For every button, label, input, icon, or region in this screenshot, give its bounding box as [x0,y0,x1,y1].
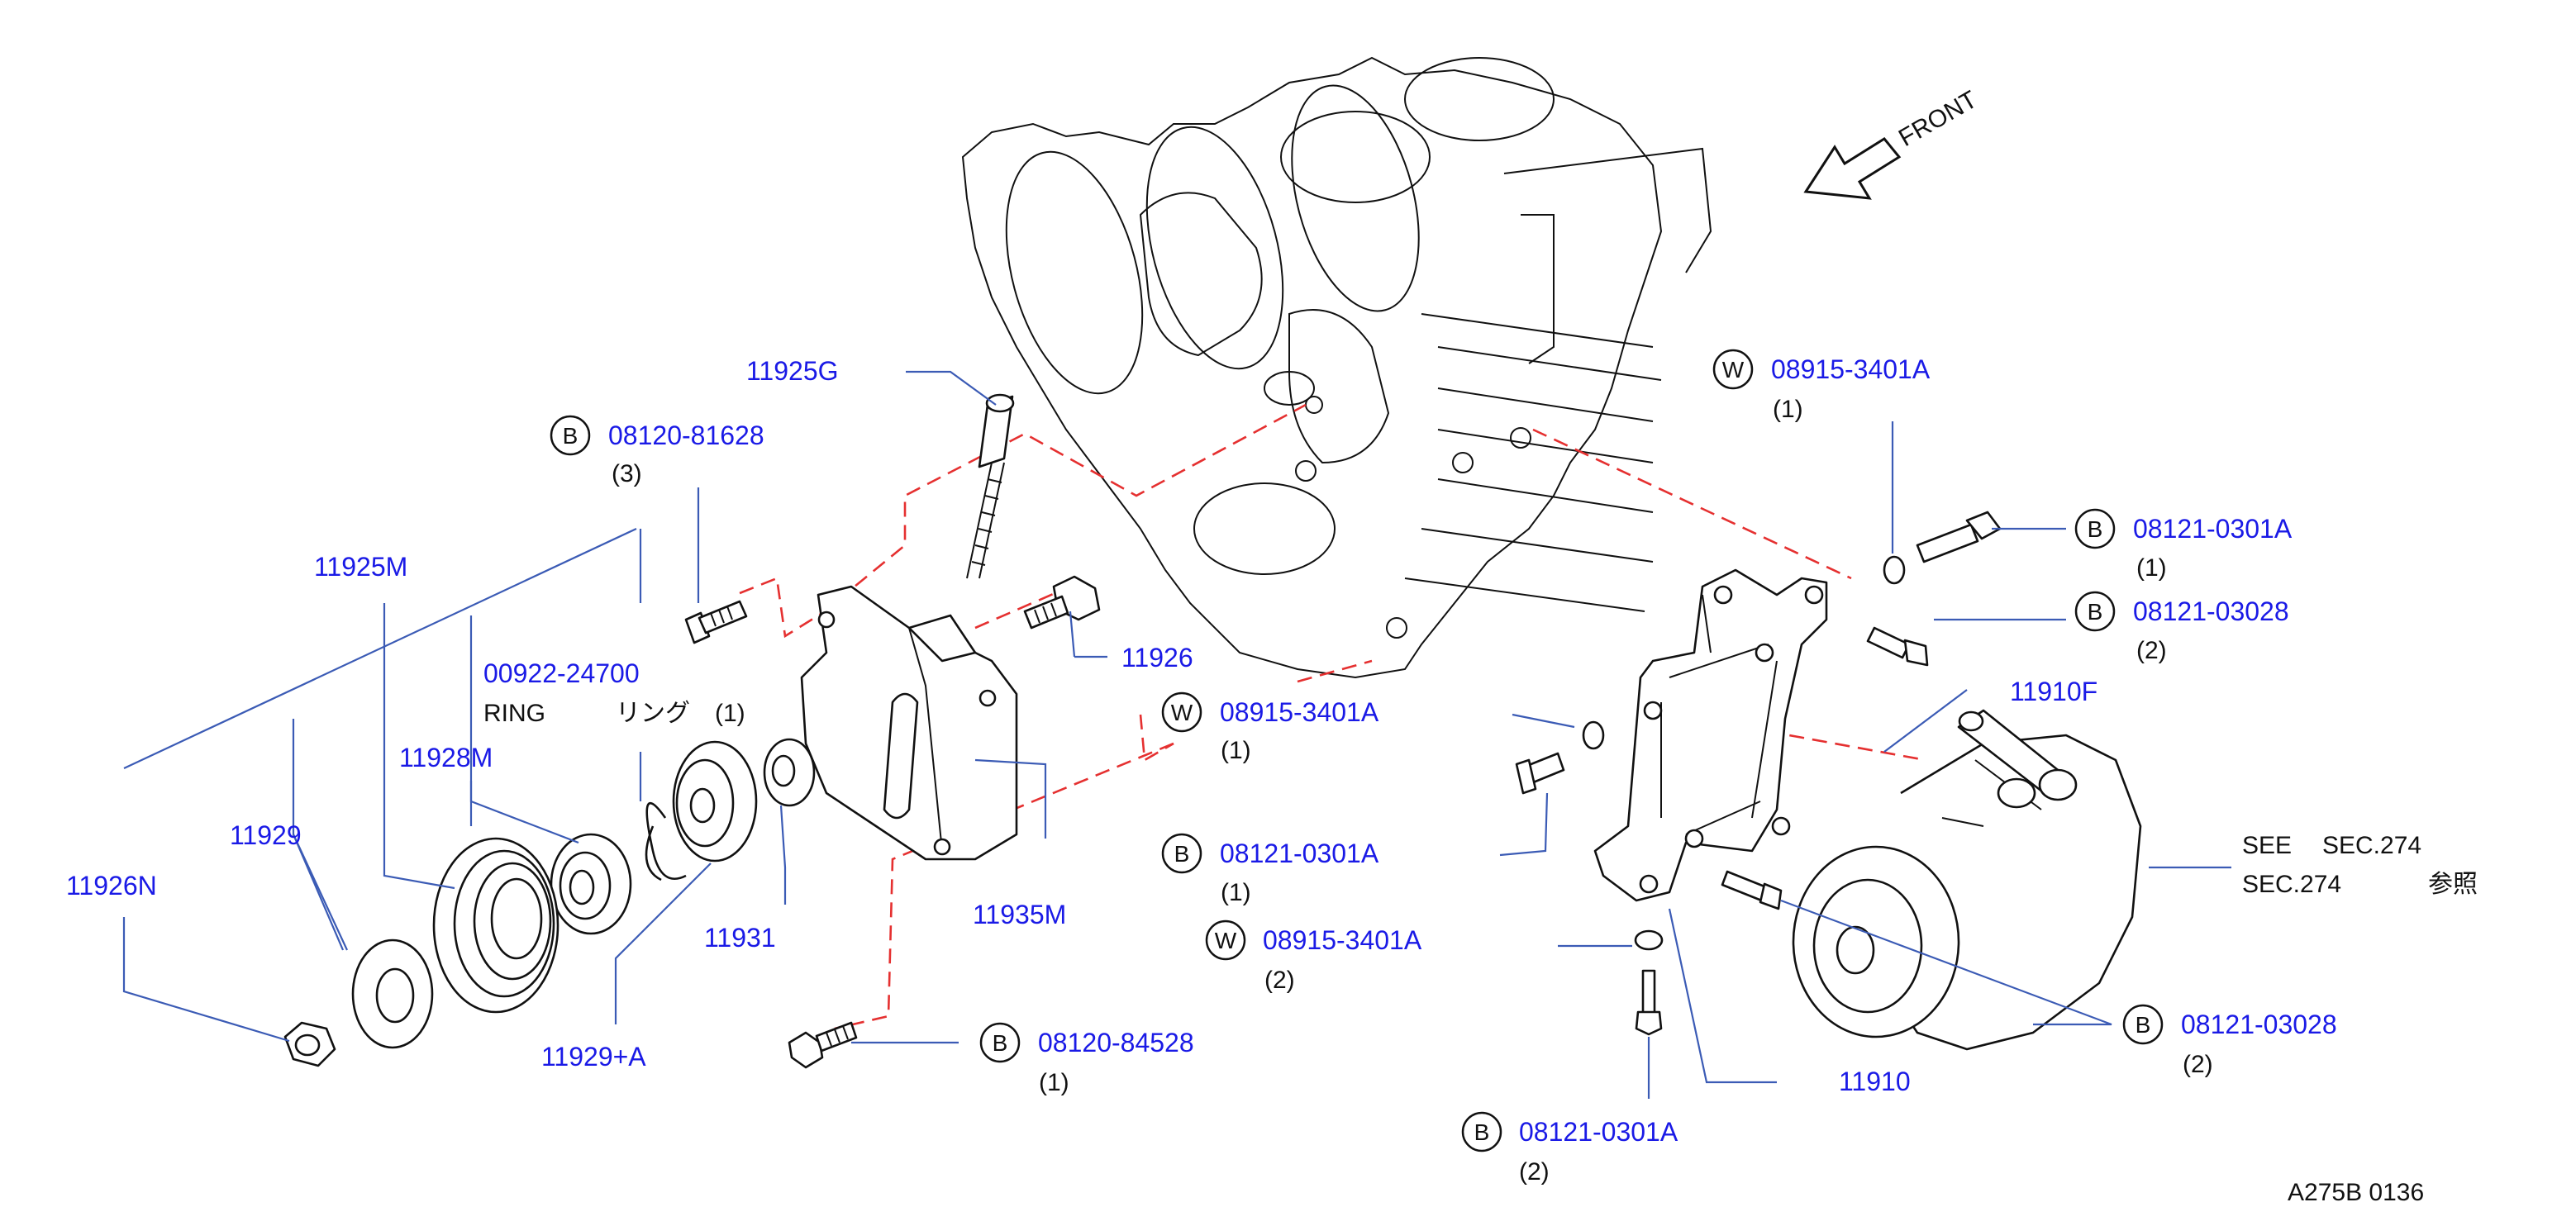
bolt-08120-81628 [684,600,748,644]
bolt-08121-03028-top [1866,626,1929,667]
bolt-08121-0301a-top [1916,511,2002,563]
washer-08915-3401a-bottom [1634,929,1664,951]
callout-11928m: 11928M [399,743,493,772]
svg-text:(1): (1) [1773,396,1803,423]
callout-11926: 11926 [1121,643,1193,672]
callout-08120-81628: B 08120-81628 (3) [550,415,764,487]
svg-text:08915-3401A: 08915-3401A [1771,354,1931,384]
svg-text:00922-24700: 00922-24700 [483,658,640,688]
svg-text:(2): (2) [2136,637,2167,664]
svg-text:08121-03028: 08121-03028 [2133,596,2289,626]
callout-11910: 11910 [1839,1067,1911,1096]
front-direction-arrow-icon [1803,137,1902,200]
idler-bracket-11935m [800,585,1018,861]
callout-08121-03028-top: B 08121-03028 (2) [2074,591,2289,664]
svg-text:B: B [1174,841,1190,867]
svg-text:W: W [1215,928,1237,953]
svg-text:B: B [2088,516,2103,542]
svg-text:(1): (1) [715,700,745,727]
ac-compressor-illustration [1792,709,2142,1051]
svg-text:W: W [1722,357,1745,383]
svg-text:(2): (2) [1264,967,1295,994]
svg-text:SEE: SEE [2242,832,2292,859]
svg-text:W: W [1171,700,1193,725]
svg-text:SEC.274: SEC.274 [2242,871,2341,898]
see-section-note: SEE SEC.274 SEC.274 参照 [2242,832,2478,899]
svg-text:08915-3401A: 08915-3401A [1263,925,1422,955]
svg-text:B: B [993,1030,1008,1056]
svg-text:08121-0301A: 08121-0301A [1519,1117,1678,1147]
engine-block-illustration [961,56,1712,679]
bolt-08121-0301a-bottom [1635,969,1663,1036]
bolt-08120-84528 [788,1021,858,1069]
svg-text:08121-03028: 08121-03028 [2181,1010,2337,1039]
diagram-code: A275B 0136 [2288,1179,2424,1206]
leader-lines [122,370,2231,1099]
callout-08915-3401a-lower: W 08915-3401A (2) [1205,920,1422,994]
svg-text:参照: 参照 [2428,870,2478,899]
callout-11931: 11931 [704,923,776,953]
adjust-bolt-11925g [966,393,1015,579]
bolt-11926 [1023,575,1101,630]
callout-11935m: 11935M [973,900,1066,929]
front-label: FRONT [1894,86,1982,152]
svg-text:(2): (2) [2183,1051,2213,1078]
callout-11910f: 11910F [2010,677,2097,706]
callout-08120-84528: B 08120-84528 (1) [979,1022,1194,1096]
svg-text:08120-84528: 08120-84528 [1038,1028,1194,1057]
washer-08915-3401a-left [1582,720,1605,750]
svg-text:08121-0301A: 08121-0301A [1220,839,1379,868]
callout-08915-3401a-top: W 08915-3401A (1) [1712,349,1931,423]
svg-text:リング: リング [616,699,690,728]
svg-text:(2): (2) [1519,1158,1550,1186]
svg-text:(1): (1) [1039,1069,1069,1096]
callout-11926n: 11926N [66,871,157,900]
svg-text:B: B [1474,1119,1490,1145]
svg-text:(1): (1) [1221,737,1251,764]
callout-11925m: 11925M [314,552,407,582]
pulley-assembly [283,738,816,1067]
svg-text:B: B [563,423,579,449]
svg-text:(1): (1) [1221,879,1251,906]
svg-text:08915-3401A: 08915-3401A [1220,697,1379,727]
svg-text:B: B [2136,1012,2151,1038]
bolt-08121-0301a-left [1515,752,1565,795]
callout-11929-a: 11929+A [541,1042,646,1072]
svg-text:(1): (1) [2136,554,2167,582]
svg-text:08120-81628: 08120-81628 [608,421,764,450]
svg-text:RING: RING [483,700,545,727]
svg-text:(3): (3) [612,460,642,487]
callout-08121-0301a-mid: B 08121-0301A (1) [1161,833,1379,906]
compressor-bracket-11910 [1593,568,1828,902]
callout-08121-03028-bottom: B 08121-03028 (2) [2122,1004,2337,1078]
svg-text:SEC.274: SEC.274 [2322,832,2421,859]
svg-text:B: B [2088,599,2103,625]
callout-11925g: 11925G [746,356,839,386]
svg-text:08121-0301A: 08121-0301A [2133,514,2293,544]
bolt-08121-03028-bottom [1721,870,1783,910]
callout-00922-24700: 00922-24700 RING リング (1) [483,658,745,728]
callout-11929: 11929 [230,820,302,850]
callout-08121-0301a-bottom: B 08121-0301A (2) [1461,1111,1678,1186]
callout-08915-3401a-mid: W 08915-3401A (1) [1161,691,1379,764]
callout-08121-0301a-top: B 08121-0301A (1) [2074,508,2293,582]
washer-08915-3401a-top [1883,555,1906,585]
